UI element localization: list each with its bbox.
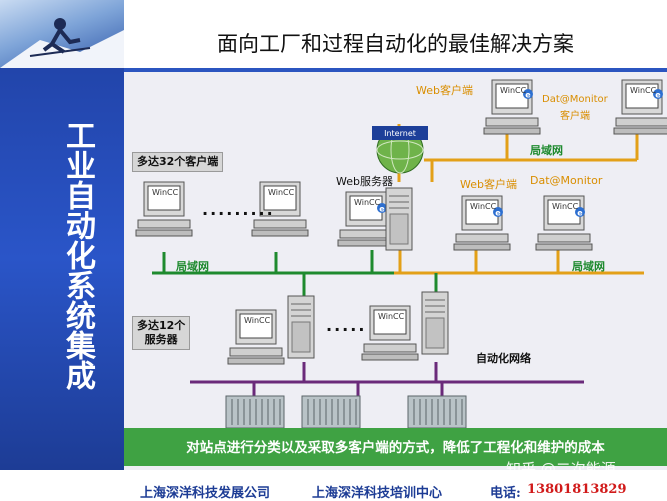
title-bar — [124, 0, 667, 76]
wincc-label: WinCC — [470, 202, 497, 211]
wincc-label: WinCC — [378, 312, 405, 321]
wincc-label: WinCC — [354, 198, 381, 207]
title-rule — [124, 68, 667, 72]
plc-rack — [407, 395, 467, 429]
clients-upto32-label: 多达32个客户端 — [132, 152, 224, 172]
clients-ellipsis: ········· — [202, 204, 275, 223]
watermark: 知乎 @二次能源 — [506, 460, 616, 478]
automation-network-label: 自动化网络 — [476, 352, 531, 365]
datamonitor-mid-label: Dat@Monitor — [530, 174, 603, 187]
wincc-label: WinCC — [630, 86, 657, 95]
footer — [0, 470, 667, 500]
wincc-label: WinCC — [244, 316, 271, 325]
footer-training: 上海深洋科技培训中心 — [312, 486, 443, 501]
wincc-label: WinCC — [552, 202, 579, 211]
server-tower — [421, 291, 449, 355]
web-client-mid-label: Web客户端 — [460, 178, 517, 191]
datamonitor-top-label-2: 客户端 — [560, 111, 590, 122]
network-diagram: e — [124, 72, 667, 470]
wincc-label: WinCC — [152, 188, 179, 197]
mid-lan-lines — [152, 250, 644, 300]
plc-rack — [301, 395, 361, 429]
web-client-top-label: Web客户端 — [416, 84, 473, 97]
footer-phone: 13801813829 — [527, 482, 627, 497]
lan-top-label: 局域网 — [530, 144, 563, 157]
plc-rack — [225, 395, 285, 429]
footer-phone-label: 电话: — [490, 486, 521, 501]
sidebar-title: 工业自动化系统集成 — [60, 120, 95, 390]
lan-right-label: 局域网 — [572, 260, 605, 273]
summary-text: 对站点进行分类以及采取多客户端的方式，降低了工程化和维护的成本 — [186, 440, 605, 456]
internet-globe-icon: Internet — [372, 126, 428, 174]
footer-company: 上海深洋科技发展公司 — [140, 486, 271, 501]
network-diagram-svg: e — [135, 79, 667, 429]
servers-upto12-line1: 多达12个 — [137, 319, 186, 332]
servers-upto12-label: 多达12个 服务器 — [132, 316, 191, 350]
svg-text:Internet: Internet — [384, 129, 416, 138]
sidebar-banner — [0, 0, 124, 470]
servers-upto12-line2: 服务器 — [144, 333, 178, 346]
wincc-label: WinCC — [268, 188, 295, 197]
wincc-label: WinCC — [500, 86, 527, 95]
skier-illustration-icon — [0, 18, 124, 68]
web-server-label: Web服务器 — [336, 175, 393, 188]
datamonitor-top-label: Dat@Monitor — [542, 94, 608, 105]
web-server-tower — [385, 187, 413, 251]
servers-ellipsis: ····· — [326, 320, 367, 339]
lan-left-label: 局域网 — [176, 260, 209, 273]
summary-band — [124, 428, 667, 466]
server-tower — [287, 295, 315, 359]
automation-network-lines — [190, 362, 584, 396]
sidebar-photo — [0, 0, 124, 68]
page-title: 面向工厂和过程自动化的最佳解决方案 — [217, 32, 574, 56]
